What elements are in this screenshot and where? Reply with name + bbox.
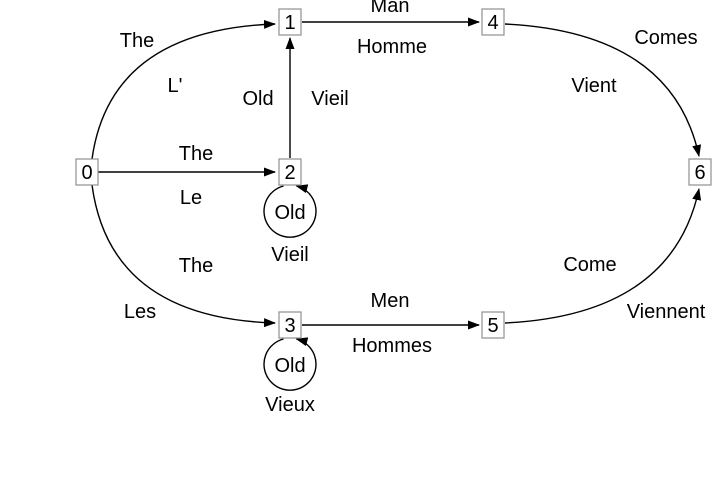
edge-0-1 bbox=[91, 19, 276, 160]
edge-2-1-label-tgt: Vieil bbox=[311, 88, 348, 110]
edge-2-2-label-src: Old bbox=[274, 202, 305, 224]
edge-4-6-label-tgt: Vient bbox=[571, 75, 617, 97]
edge-0-1-label-tgt: L' bbox=[168, 75, 183, 97]
node-2: 2 bbox=[278, 158, 302, 186]
edge-2-2-self-loop bbox=[263, 184, 317, 238]
node-0-label: 0 bbox=[81, 162, 92, 184]
edge-2-2-label-tgt: Vieil bbox=[271, 244, 308, 266]
node-6: 6 bbox=[688, 158, 712, 186]
node-3: 3 bbox=[278, 311, 302, 339]
edge-3-3-label-tgt: Vieux bbox=[265, 394, 315, 416]
node-4-label: 4 bbox=[487, 12, 498, 34]
edge-3-3-label-src: Old bbox=[274, 355, 305, 377]
edge-0-1-label-src: The bbox=[120, 30, 154, 52]
node-5-box bbox=[481, 311, 505, 339]
edge-3-5-label-tgt: Hommes bbox=[352, 335, 432, 357]
edge-5-6 bbox=[504, 188, 702, 324]
node-3-box bbox=[278, 311, 302, 339]
edge-3-3-self-loop bbox=[263, 337, 317, 391]
node-5: 5 bbox=[481, 311, 505, 339]
edge-0-2-label-src: The bbox=[179, 143, 213, 165]
edge-0-3-label-tgt: Les bbox=[124, 301, 156, 323]
edge-0-3-label-src: The bbox=[179, 255, 213, 277]
edge-4-6-label-src: Comes bbox=[634, 27, 697, 49]
node-0-box bbox=[75, 158, 99, 186]
node-1-box bbox=[278, 8, 302, 36]
edge-1-4-label-tgt: Homme bbox=[357, 36, 427, 58]
node-4: 4 bbox=[481, 8, 505, 36]
node-6-box bbox=[688, 158, 712, 186]
node-1: 1 bbox=[278, 8, 302, 36]
node-4-box bbox=[481, 8, 505, 36]
node-3-label: 3 bbox=[284, 315, 295, 337]
node-0: 0 bbox=[75, 158, 99, 186]
edge-2-1-label-src: Old bbox=[242, 88, 273, 110]
edge-0-3 bbox=[91, 184, 276, 328]
edge-4-6 bbox=[504, 23, 702, 157]
edge-1-4-label-src: Man bbox=[371, 0, 410, 17]
node-1-label: 1 bbox=[284, 12, 295, 34]
node-2-label: 2 bbox=[284, 162, 295, 184]
edge-3-5-label-src: Men bbox=[371, 290, 410, 312]
edge-5-6-label-src: Come bbox=[563, 254, 616, 276]
edge-0-2-label-tgt: Le bbox=[180, 187, 202, 209]
edge-5-6-label-tgt: Viennent bbox=[627, 301, 706, 323]
node-5-label: 5 bbox=[487, 315, 498, 337]
node-2-box bbox=[278, 158, 302, 186]
node-6-label: 6 bbox=[694, 162, 705, 184]
